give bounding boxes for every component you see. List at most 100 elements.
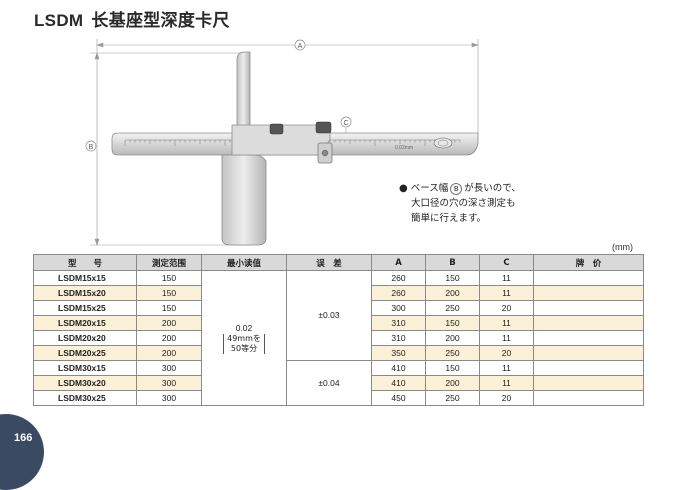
note-line1-after: が長いので、: [464, 183, 521, 194]
c-cell: 20: [479, 300, 534, 316]
dimension-a: [96, 39, 479, 140]
header-resolution: 最小读值: [201, 254, 287, 271]
price-cell: [533, 285, 644, 301]
header-range: 測定范围: [136, 254, 202, 271]
model-cell: LSDM20x25: [33, 345, 137, 361]
price-cell: [533, 345, 644, 361]
note-line1-before: ベース幅: [410, 183, 449, 194]
resolution-cell: 0.02 49mmを 50等分: [201, 270, 287, 406]
range-cell: 300: [136, 360, 202, 376]
table-row: LSDM30x20 300 410 200 11: [33, 375, 644, 391]
dimension-c-label: C: [343, 120, 348, 127]
b-cell: 200: [425, 285, 480, 301]
error-cell-group1: ±0.03: [286, 270, 372, 361]
header-a: A: [371, 254, 426, 271]
price-cell: [533, 330, 644, 346]
c-cell: 11: [479, 315, 534, 331]
dimension-a-label: A: [298, 43, 303, 50]
caliper-drawing: A B C 0.02mm: [85, 39, 479, 246]
table-row: LSDM30x15 300 ±0.04 410 150 11: [33, 360, 644, 406]
c-cell: 11: [479, 285, 534, 301]
price-cell: [533, 360, 644, 376]
a-cell: 260: [371, 270, 426, 286]
title-name: 长基座型深度卡尺: [91, 11, 230, 31]
note-line1-circle: B: [450, 182, 463, 195]
model-cell: LSDM30x20: [33, 375, 137, 391]
lock-knob: [315, 121, 332, 134]
dimension-a-marker: [294, 39, 306, 51]
a-cell: 410: [371, 360, 426, 376]
brand-emblem: [433, 137, 453, 149]
scale-label: 0.02mm: [395, 145, 413, 151]
range-cell: 300: [136, 375, 202, 391]
model-cell: LSDM15x20: [33, 285, 137, 301]
range-cell: 150: [136, 270, 202, 286]
note-line2: 大口径の穴の深さ測定も: [411, 198, 516, 209]
b-cell: 200: [425, 330, 480, 346]
c-cell: 20: [479, 390, 534, 406]
page-number: 166: [14, 432, 33, 444]
c-cell: 11: [479, 270, 534, 286]
price-cell: [533, 375, 644, 391]
table-row: LSDM20x20 200 310 200 11: [33, 330, 644, 346]
range-cell: 150: [136, 285, 202, 301]
model-cell: LSDM30x25: [33, 390, 137, 406]
fine-adjust-knob: [269, 123, 284, 135]
resolution-detail: 49mmを 50等分: [223, 333, 265, 354]
page-title: LSDM 长基座型深度卡尺: [34, 6, 230, 31]
resolution-detail-1: 49mmを: [227, 333, 261, 343]
dimension-c-marker: [340, 116, 352, 128]
dimension-b-marker: [85, 140, 97, 152]
caliper-base: [221, 154, 267, 246]
b-cell: 250: [425, 300, 480, 316]
error-cell-group2: ±0.04: [286, 360, 372, 406]
resolution-value: 0.02: [235, 322, 253, 333]
title-code: LSDM: [34, 11, 84, 30]
a-cell: 350: [371, 345, 426, 361]
header-c: C: [479, 254, 534, 271]
dimension-b-label: B: [89, 144, 94, 151]
header-b: B: [425, 254, 480, 271]
price-cell: [533, 315, 644, 331]
b-cell: 150: [425, 315, 480, 331]
page-number-tab: [0, 414, 44, 490]
range-cell: 300: [136, 390, 202, 406]
a-cell: 300: [371, 300, 426, 316]
price-cell: [533, 300, 644, 316]
model-cell: LSDM20x15: [33, 315, 137, 331]
a-cell: 450: [371, 390, 426, 406]
b-cell: 150: [425, 270, 480, 286]
clamp-screw: [321, 149, 329, 157]
c-cell: 20: [479, 345, 534, 361]
c-cell: 11: [479, 360, 534, 376]
table-row: LSDM20x25 200 350 250 20: [33, 345, 644, 361]
table-header-row: 型 号 測定范围 最小读值 误 差 A B C 牌 价: [33, 254, 644, 271]
table-row: LSDM30x25 300 450 250 20: [33, 390, 644, 406]
header-price: 牌 价: [533, 254, 644, 271]
b-cell: 150: [425, 360, 480, 376]
range-cell: 200: [136, 315, 202, 331]
header-error: 误 差: [286, 254, 372, 271]
model-cell: LSDM20x20: [33, 330, 137, 346]
unit-label: (mm): [612, 242, 633, 252]
b-cell: 250: [425, 390, 480, 406]
a-cell: 310: [371, 315, 426, 331]
resolution-detail-2: 50等分: [230, 343, 258, 353]
model-cell: LSDM15x15: [33, 270, 137, 286]
note-line3: 簡単に行えます。: [411, 213, 487, 224]
b-cell: 250: [425, 345, 480, 361]
b-cell: 200: [425, 375, 480, 391]
c-cell: 11: [479, 375, 534, 391]
range-cell: 150: [136, 300, 202, 316]
table-row: LSDM15x15 150 0.02 49mmを 50等分 ±0.03 260 …: [33, 270, 644, 406]
a-cell: 410: [371, 375, 426, 391]
dimension-b: [90, 52, 240, 246]
model-cell: LSDM15x25: [33, 300, 137, 316]
c-cell: 11: [479, 330, 534, 346]
price-cell: [533, 270, 644, 286]
model-cell: LSDM30x15: [33, 360, 137, 376]
range-cell: 200: [136, 330, 202, 346]
header-model: 型 号: [33, 254, 137, 271]
a-cell: 310: [371, 330, 426, 346]
